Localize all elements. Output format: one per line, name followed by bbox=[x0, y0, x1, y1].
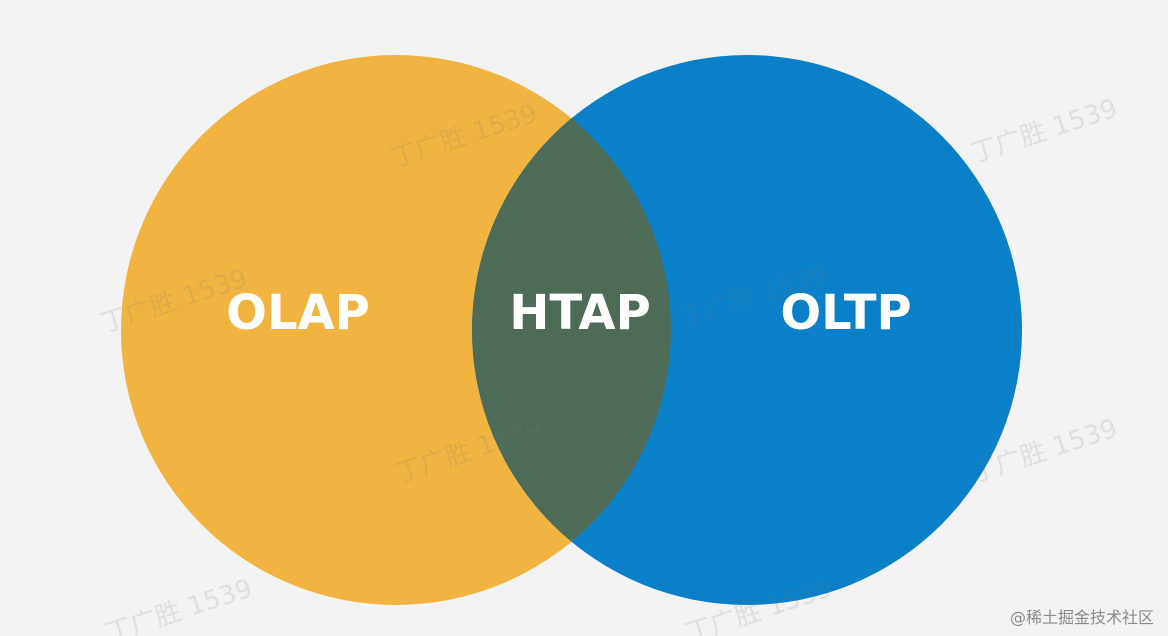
site-credit: @稀土掘金技术社区 bbox=[1009, 608, 1154, 627]
oltp-label: OLTP bbox=[780, 285, 911, 341]
htap-intersection bbox=[472, 55, 671, 605]
olap-label: OLAP bbox=[226, 285, 370, 341]
htap-label: HTAP bbox=[509, 285, 651, 341]
